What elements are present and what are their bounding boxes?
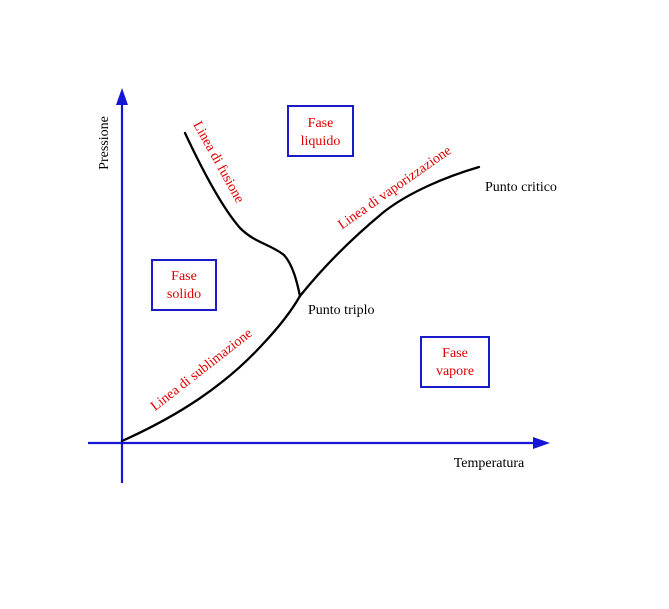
phase-liquid-line2: liquido (301, 134, 341, 149)
phase-box-liquid-border (287, 105, 354, 157)
critical-point-label: Punto critico (485, 180, 557, 195)
phase-solid-line2: solido (167, 287, 201, 302)
phase-vapor-line2: vapore (436, 364, 474, 379)
fusion-curve (183, 131, 302, 298)
x-axis-label: Temperatura (454, 456, 525, 471)
y-axis-arrow-icon (116, 88, 128, 105)
phase-box-vapor: Fase vapore (420, 336, 490, 388)
phase-liquid-line1: Fase (308, 116, 334, 131)
vaporization-curve (298, 165, 481, 298)
sublimation-line-label: Linea di sublimazione (148, 326, 255, 414)
phase-box-vapor-border (420, 336, 490, 388)
sublimation-curve (120, 294, 302, 443)
phase-vapor-line1: Fase (442, 346, 468, 361)
axes (88, 88, 550, 483)
phase-curves (120, 131, 481, 443)
y-axis-label: Pressione (97, 116, 112, 170)
phase-solid-line1: Fase (171, 269, 197, 284)
phase-box-solid: Fase solido (151, 259, 217, 311)
phase-box-solid-border (151, 259, 217, 311)
phase-box-liquid: Fase liquido (287, 105, 354, 157)
triple-point-label: Punto triplo (308, 303, 375, 318)
x-axis-arrow-icon (533, 437, 550, 449)
